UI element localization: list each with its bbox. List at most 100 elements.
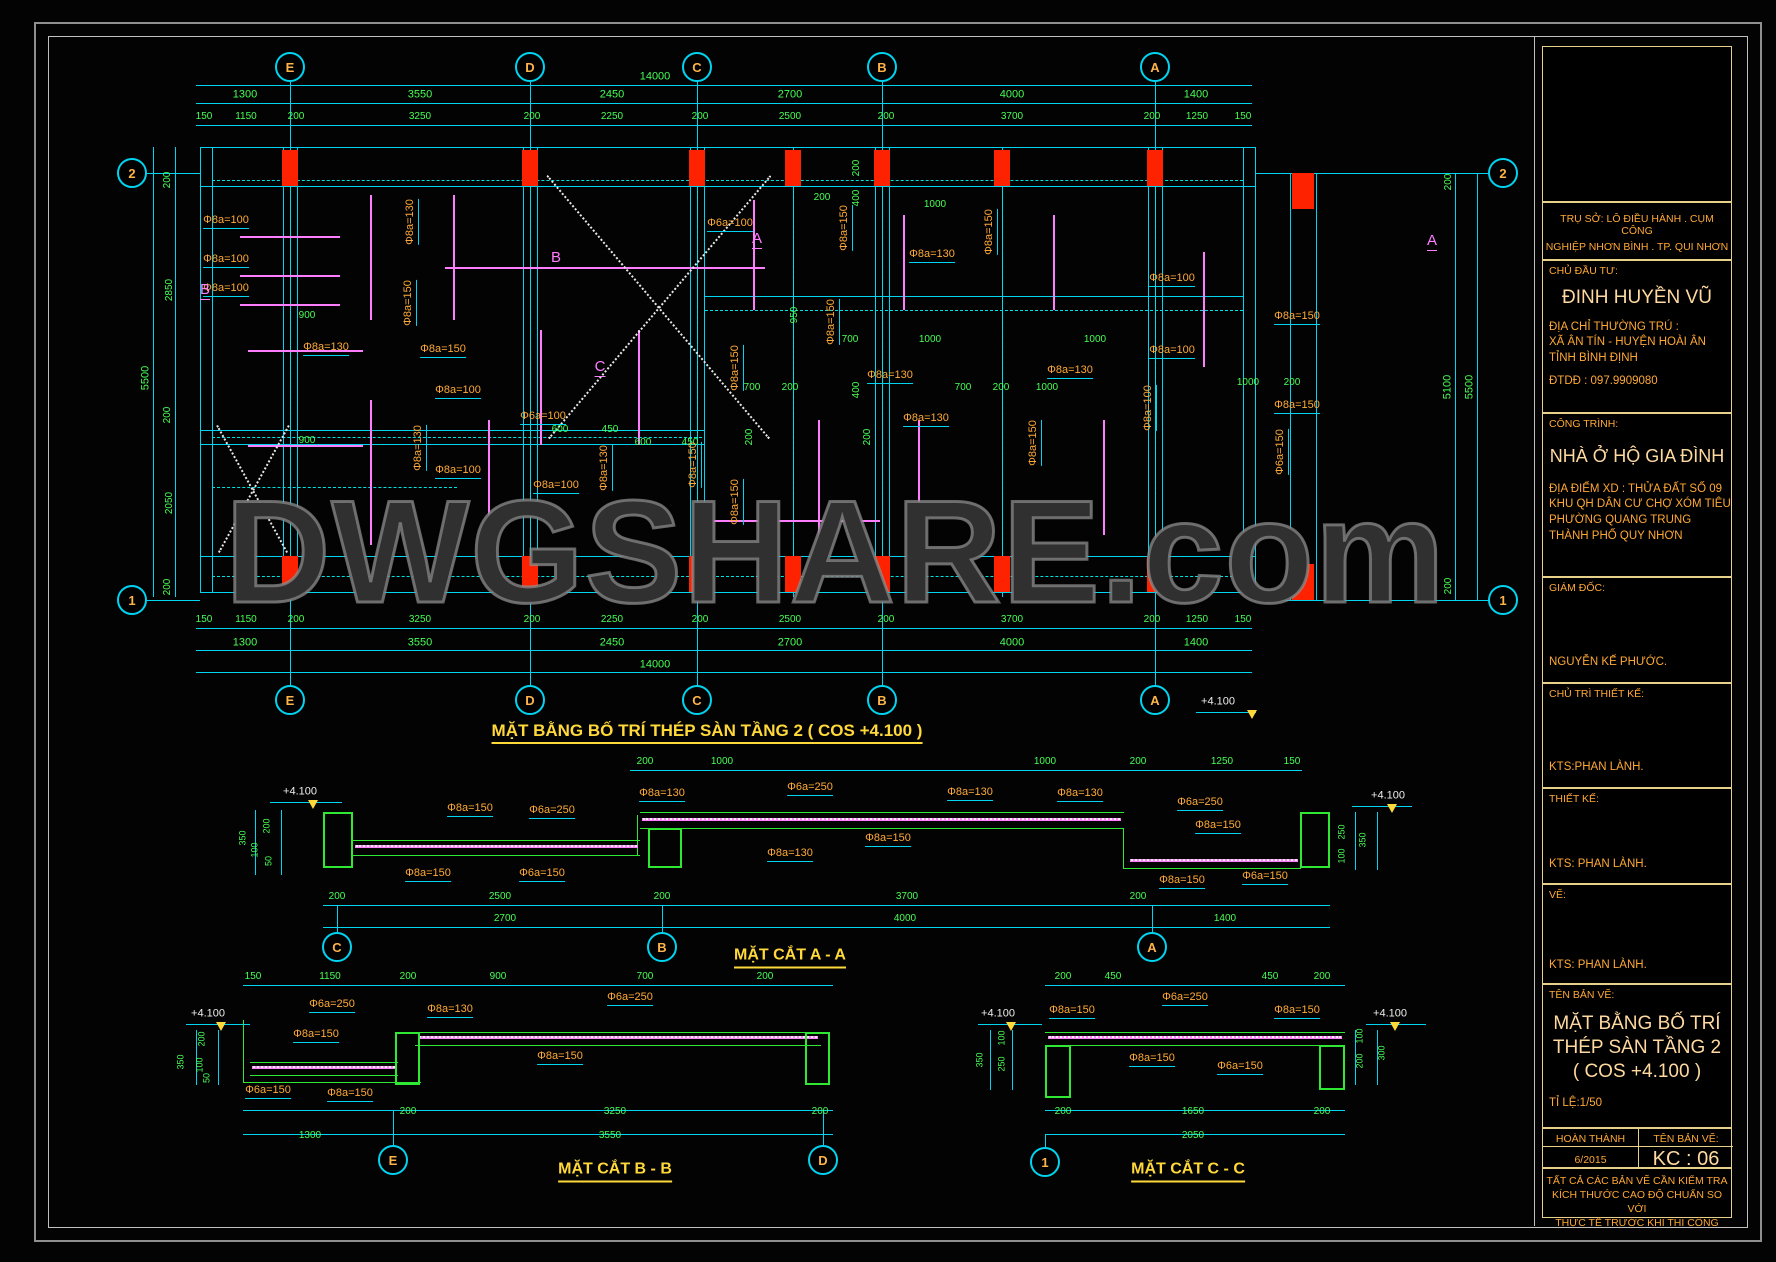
rebar-label: Φ8a=150 [327,1088,373,1102]
section-outline [640,828,1124,829]
drawing-line [1355,1030,1356,1085]
column-marker [874,556,890,592]
dim-label: 1250 [1210,756,1234,767]
completed-date: 6/2015 [1574,1154,1607,1166]
rebar-line [753,200,755,310]
level-marker-icon [1387,804,1397,813]
drawing-line [212,576,1243,577]
rebar-label: Φ8a=130 [1057,788,1103,802]
section-outline [250,1062,398,1063]
site-line4: THÀNH PHỐ QUY NHƠN [1549,530,1683,542]
dim-label: 2050 [164,491,175,515]
drawing-line [662,905,663,935]
dim-label: 1150 [235,111,257,122]
dim-label: 1000 [1083,334,1107,345]
rebar-label: Φ8a=130 [412,425,427,471]
grid-bubble: D [515,52,545,82]
dim-label: 1300 [298,1130,322,1141]
drawing-line [630,770,1302,771]
beam-outline [648,828,682,868]
drawing-line [530,150,531,590]
drawing-line [200,592,1256,593]
rebar-line [240,236,340,238]
address-line2: TỈNH BÌNH ĐỊNH [1549,352,1638,364]
drafter-name: KTS: PHAN LÀNH. [1549,959,1647,971]
drawing-line [704,147,705,593]
rebar-label: Φ8a=150 [1274,1005,1320,1019]
drawing-line [356,845,637,847]
rebar-label: Φ8a=150 [825,299,840,345]
dim-label: 200 [1443,173,1454,191]
rebar-line [445,267,765,269]
director-label: GIÁM ĐỐC: [1549,582,1606,594]
grid-bubble: 1 [1488,585,1518,615]
dim-label: 200 [862,428,873,446]
dim-label: 1400 [1183,636,1209,649]
dim-label: 3700 [1000,614,1024,625]
dim-label: 4000 [999,88,1025,101]
drawing-line [1355,812,1356,870]
dim-label: 400 [851,189,862,207]
dim-label: 5500 [1463,374,1476,400]
title-block-drafter: VẼ: KTS: PHAN LÀNH. [1542,884,1732,984]
column-marker [522,556,538,592]
dim-label: 2850 [164,278,175,302]
drawing-line [200,444,705,445]
rebar-label: Φ6a=250 [309,999,355,1013]
drawing-line [200,556,1256,557]
lead-designer-label: CHỦ TRÌ THIẾT KẾ: [1549,688,1645,700]
rebar-label: Φ8a=150 [838,205,853,251]
dim-label: 150 [195,614,213,625]
grid-bubble: E [275,685,305,715]
grid-bubble: 1 [117,585,147,615]
drawing-line [1377,812,1378,870]
drawing-line [196,672,1252,673]
rebar-label: Φ8a=100 [1142,385,1157,431]
designer-label: THIẾT KẾ: [1549,793,1599,805]
section-marker: C [594,358,606,377]
drawing-title: MẶT CẮT C - C [1131,1161,1245,1183]
drawing-line [212,147,213,593]
dim-label: 200 [653,891,671,902]
drawing-line [823,1110,824,1147]
dim-label: 2500 [778,111,802,122]
drawing-line [393,1110,394,1147]
director-name: NGUYỄN KẾ PHƯỚC. [1549,656,1668,668]
dim-label: 4000 [999,636,1025,649]
rebar-label: Φ8a=130 [639,788,685,802]
rebar-line [370,400,372,545]
dim-label: 5100 [1441,374,1454,400]
rebar-label: Φ6a=150 [1242,871,1288,885]
note-line2: KÍCH THƯỚC CAO ĐỘ CHUẨN SO VỚI [1551,1188,1723,1215]
column-marker [282,150,298,186]
dim-label: 2250 [600,614,624,625]
lead-designer-name: KTS:PHAN LÀNH. [1549,761,1644,773]
section-marker: C [606,530,618,549]
drawing-line [1243,147,1244,593]
rebar-label: Φ6a=150 [1217,1061,1263,1075]
rebar-label: Φ8a=100 [203,215,249,229]
rebar-label: Φ6a=250 [1177,797,1223,811]
beam-outline [395,1032,420,1085]
grid-bubble: D [808,1145,838,1175]
drawing-line [1049,1036,1341,1038]
rebar-label: Φ8a=150 [983,209,998,255]
rebar-label: Φ8a=130 [867,370,913,384]
rebar-line [1203,252,1205,367]
title-block-divider [1534,36,1535,1226]
drawing-line [1155,150,1156,590]
dim-label: 300 [1376,1045,1387,1061]
drawing-line [323,927,1330,928]
rebar-label: Φ8a=150 [1129,1053,1175,1067]
project-name: NHÀ Ở HỘ GIA ĐÌNH [1549,446,1725,466]
scale-label: TỈ LỆ:1/50 [1549,1097,1603,1109]
dim-label: 150 [244,971,262,982]
dim-label: 3550 [407,636,433,649]
section-outline [1123,828,1124,869]
dim-label: 200 [1054,1106,1072,1117]
office-line2: NGHIỆP NHƠN BÌNH . TP. QUI NHƠN [1545,241,1729,253]
drawing-line [200,430,705,431]
rebar-line [638,330,640,445]
site-line2: KHU QH DÂN CƯ CHỢ XÓM TIÊU [1549,498,1731,510]
grid-bubble: D [515,685,545,715]
